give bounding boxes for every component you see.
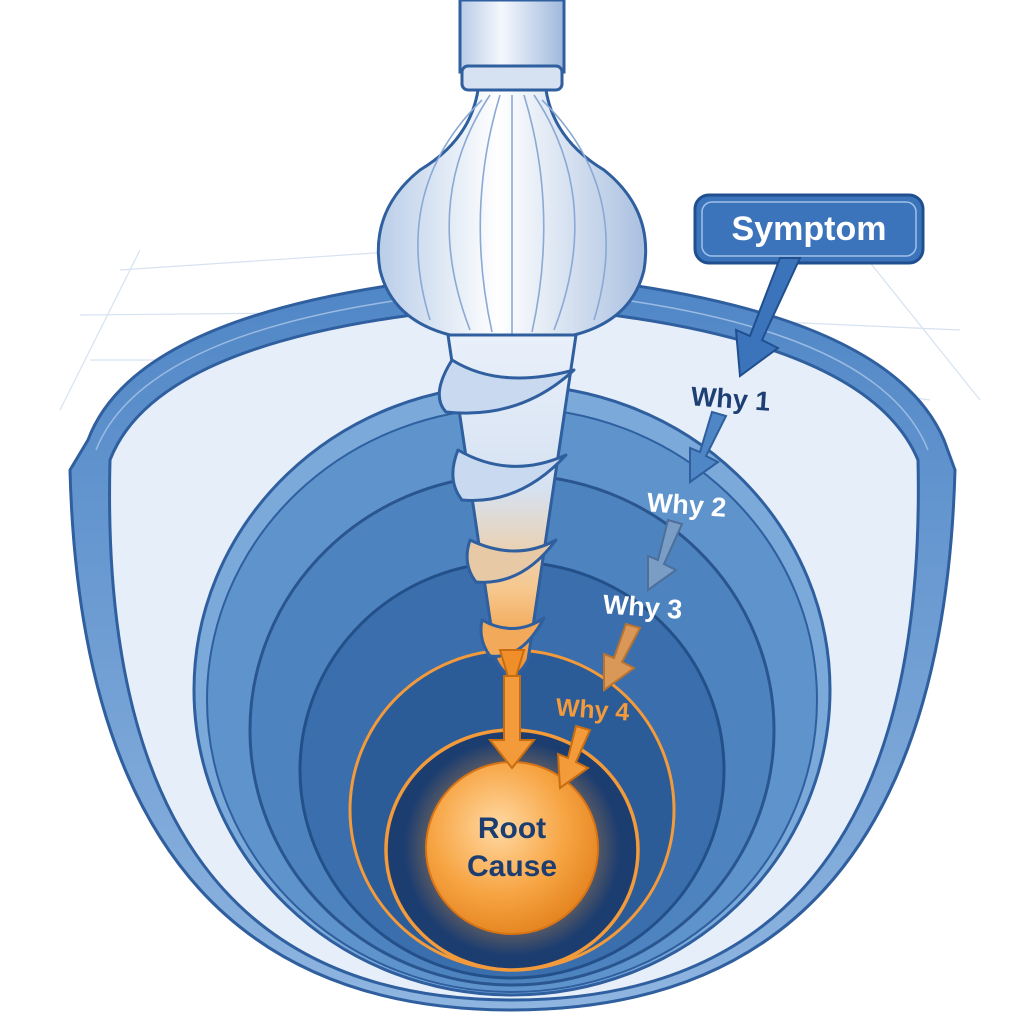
root-cause-label-line1: Root [478,812,546,845]
why-arrows [487,410,728,790]
why-2-label: Why 2 [646,487,727,522]
symptom-label: Symptom [732,210,887,248]
symptom-badge [693,193,925,265]
drill [376,0,648,694]
why-1-label: Why 1 [690,381,771,416]
why-4-arrow [556,724,592,790]
why-3-label: Why 3 [602,589,683,624]
root-cause-label-line2: Cause [467,850,557,883]
why-1-arrow [689,410,728,484]
why-4-label: Why 4 [555,693,630,726]
root-cause-ball [425,761,599,935]
drill-to-root-arrow [487,675,537,770]
why-3-arrow [603,622,642,692]
why-2-arrow [647,518,684,592]
symptom-arrow [734,257,802,378]
